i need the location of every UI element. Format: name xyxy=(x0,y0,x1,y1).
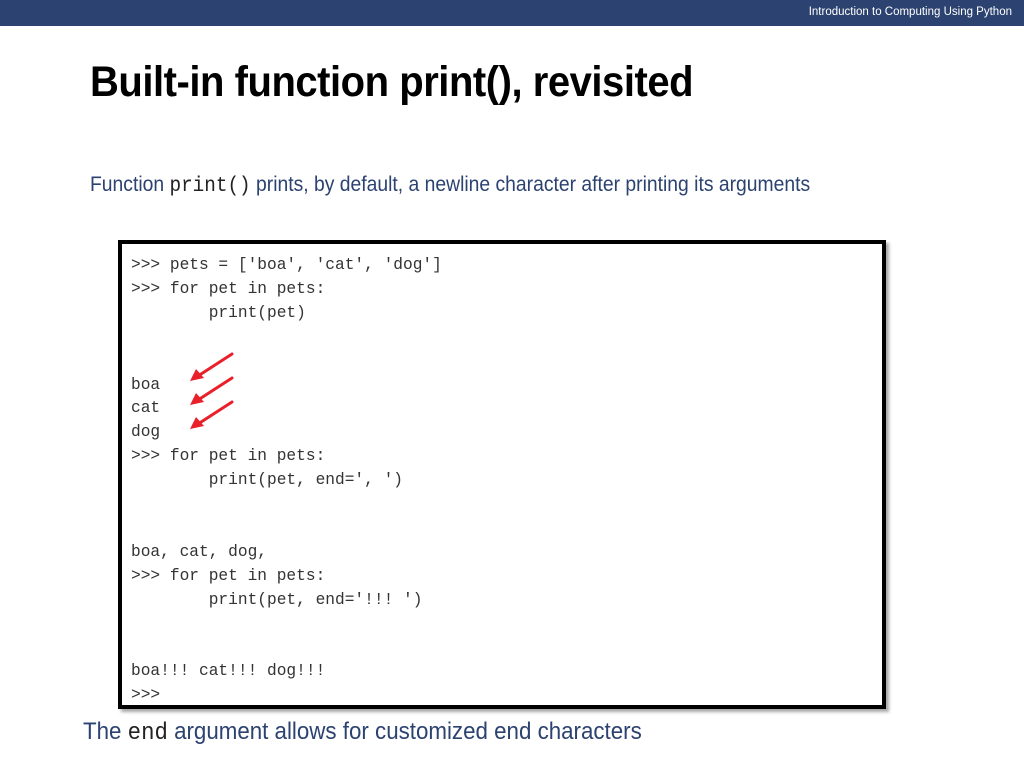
subtitle-prefix: Function xyxy=(90,173,165,196)
subtitle-suffix: prints, by default, a newline character … xyxy=(256,173,811,196)
code-line: >>> pets = ['boa', 'cat', 'dog'] xyxy=(131,256,442,274)
code-line: >>> xyxy=(131,686,161,705)
course-title: Introduction to Computing Using Python xyxy=(808,6,1012,18)
footer-suffix: argument allows for customized end chara… xyxy=(174,718,642,745)
footer-note: The end argument allows for customized e… xyxy=(83,718,642,747)
code-line: print(pet, end='!!! ') xyxy=(131,590,423,609)
code-line: >>> for pet in pets: xyxy=(131,566,326,585)
header-bar: Introduction to Computing Using Python xyxy=(0,0,1024,26)
subtitle: Function print() prints, by default, a n… xyxy=(90,173,810,198)
code-line: print(pet) xyxy=(131,303,306,322)
code-line: cat xyxy=(131,399,161,418)
code-line: >>> for pet in pets: xyxy=(131,279,326,298)
subtitle-code: print() xyxy=(169,175,251,198)
code-line: boa!!! cat!!! dog!!! xyxy=(131,662,326,681)
code-line: boa, cat, dog, xyxy=(131,542,267,561)
red-arrow-icon xyxy=(190,400,234,429)
red-arrow-icon xyxy=(190,376,234,405)
red-arrow-icon xyxy=(190,352,234,381)
slide-title: Built-in function print(), revisited xyxy=(90,58,694,106)
code-line: dog xyxy=(131,423,161,442)
code-line: boa xyxy=(131,375,161,394)
code-line: print(pet, end=', ') xyxy=(131,471,403,490)
footer-prefix: The xyxy=(83,718,122,745)
code-listing: >>> pets = ['boa', 'cat', 'dog'] >>> for… xyxy=(131,254,442,708)
code-line: >>> for pet in pets: xyxy=(131,447,326,466)
footer-code: end xyxy=(127,720,168,747)
code-box: >>> pets = ['boa', 'cat', 'dog'] >>> for… xyxy=(118,240,886,709)
